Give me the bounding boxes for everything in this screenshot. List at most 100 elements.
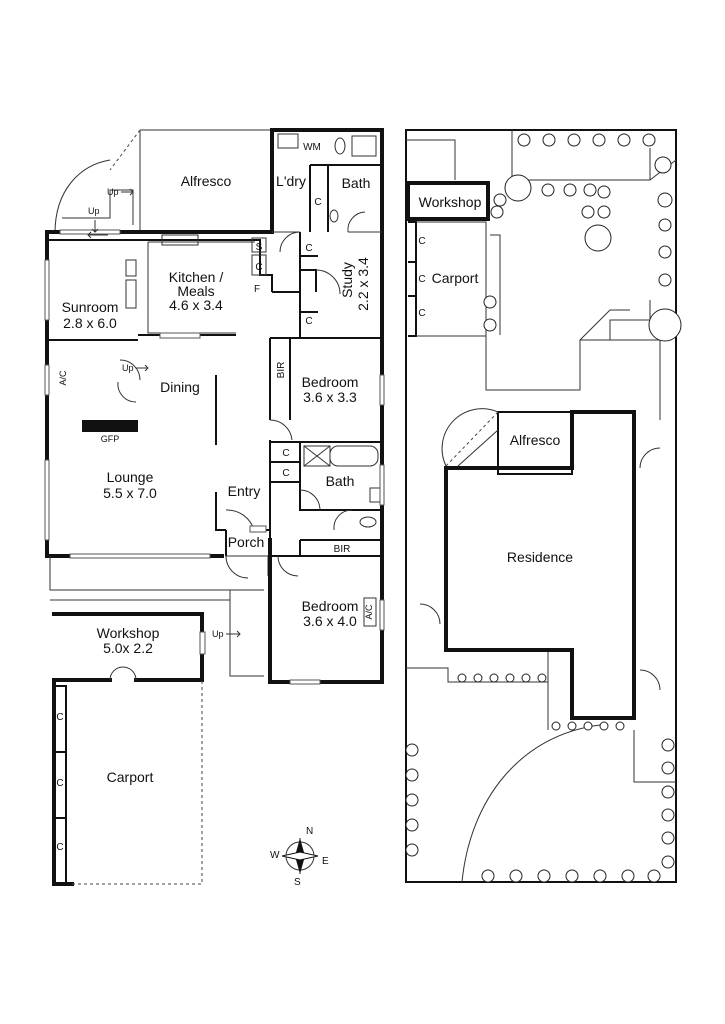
site-label-workshop: Workshop [419,194,482,210]
shrub-icon [661,761,675,775]
shrub-icon [537,673,547,683]
room-label-sunroom: Sunroom [62,299,119,315]
site-label-carport: Carport [432,270,479,286]
label-up: Up [122,363,134,373]
compass-rose: N S E W [270,826,329,888]
room-label-kitchen-2: Meals [177,283,214,299]
shrub-icon [615,721,625,731]
room-label-kitchen-1: Kitchen / [169,269,224,285]
room-label-porch: Porch [228,534,265,550]
shrub-icon [505,673,515,683]
room-dim-kitchen: 4.6 x 3.4 [169,297,223,313]
label-ac-sunroom: A/C [58,370,68,386]
shrub-icon [597,205,611,219]
shrub-icon [617,133,631,147]
shrub-icon [537,869,551,883]
shrub-icon [661,785,675,799]
compass-west: W [270,850,280,861]
shrub-icon [551,721,561,731]
room-dim-workshop: 5.0x 2.2 [103,640,153,656]
tree-icon [648,308,682,342]
shrub-icon [654,156,672,174]
shrub-icon [661,808,675,822]
label-gfp: GFP [101,434,120,444]
shrub-icon [661,831,675,845]
compass-north: N [306,826,313,837]
label-cupboard: C [56,712,63,723]
label-up: Up [88,206,100,216]
room-dim-sunroom: 2.8 x 6.0 [63,315,117,331]
site-label-cupboard: C [418,236,425,247]
stairs-up-indicators: Up Up Up Up [87,187,241,639]
room-label-bir-1: BIR [276,362,287,379]
shrub-icon [647,869,661,883]
site-plan [405,129,677,883]
shrub-icon [483,295,497,309]
shrub-icon [658,245,672,259]
site-label-cupboard: C [418,274,425,285]
shrub-icon [457,673,467,683]
label-cupboard: C [56,842,63,853]
shrub-icon [493,193,507,207]
shrub-icon [405,743,419,757]
room-dim-lounge: 5.5 x 7.0 [103,485,157,501]
shrub-icon [661,738,675,752]
room-label-bedroom-1: Bedroom [302,374,359,390]
shrub-icon [517,133,531,147]
room-dim-bedroom-2: 3.6 x 4.0 [303,613,357,629]
compass-east: E [322,856,329,867]
shrub-icon [583,183,597,197]
label-cupboard: C [314,197,321,208]
room-label-bath-mid: Bath [326,473,355,489]
room-label-lounge: Lounge [107,469,154,485]
shrub-icon [483,318,497,332]
tree-icon [584,224,612,252]
shrub-icon [592,133,606,147]
site-label-residence: Residence [507,549,573,565]
shrub-icon [405,843,419,857]
shrub-icon [509,869,523,883]
room-label-alfresco: Alfresco [181,173,232,189]
room-label-laundry: L'dry [276,173,306,189]
shrub-icon [658,218,672,232]
compass-south: S [294,877,301,888]
label-fridge: F [254,284,260,295]
label-ac-bedroom: A/C [364,604,374,620]
shrub-icon [405,793,419,807]
shrub-icon [521,673,531,683]
shrub-icon [642,133,656,147]
shrub-icon [658,273,672,287]
shrub-icon [583,721,593,731]
room-label-dining: Dining [160,379,200,395]
shrub-icon [565,869,579,883]
shrub-icon [542,133,556,147]
shrub-icon [563,183,577,197]
room-label-entry: Entry [228,483,261,499]
shrub-icon [489,673,499,683]
room-dim-bedroom-1: 3.6 x 3.3 [303,389,357,405]
shrub-icon [621,869,635,883]
label-cupboard: C [255,262,262,273]
tree-icon [504,174,532,202]
label-cupboard: C [305,243,312,254]
shrub-icon [567,133,581,147]
shrub-icon [541,183,555,197]
main-floor-plan [44,128,385,886]
room-label-carport: Carport [107,769,154,785]
shrub-icon [597,185,611,199]
shrub-icon [473,673,483,683]
label-cupboard: C [56,778,63,789]
room-dim-study: 2.2 x 3.4 [355,257,371,311]
label-cupboard: C [282,448,289,459]
site-label-cupboard: C [418,308,425,319]
site-trees [405,133,682,883]
shrub-icon [405,818,419,832]
room-label-study: Study [339,262,355,298]
shrub-icon [567,721,577,731]
shrub-icon [657,192,673,208]
shrub-icon [593,869,607,883]
room-label-bir-2: BIR [334,544,351,555]
shrub-icon [581,205,595,219]
label-cupboard: C [282,468,289,479]
